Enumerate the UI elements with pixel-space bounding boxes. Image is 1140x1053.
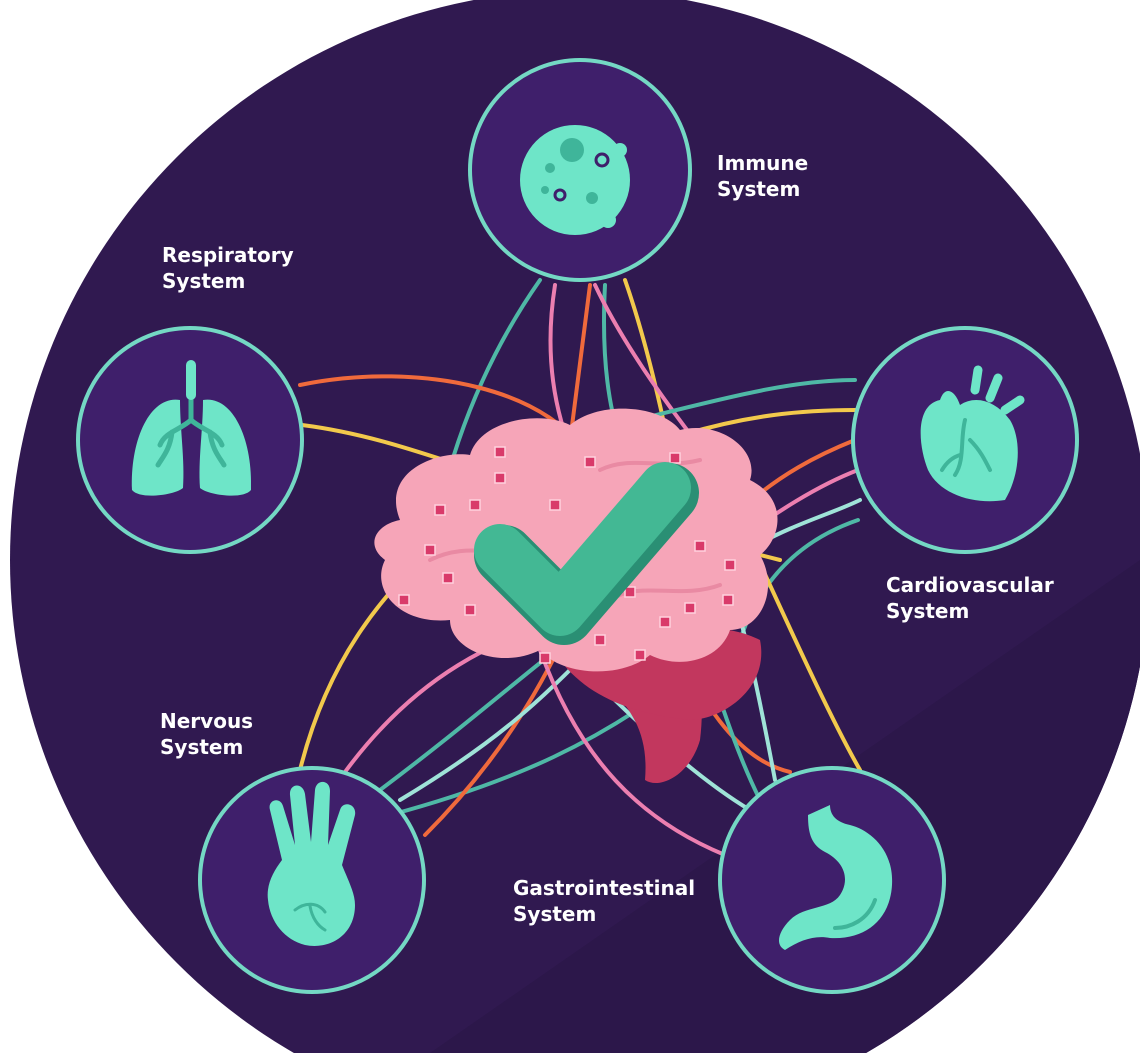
- synapse-marker: [443, 573, 453, 583]
- label-line: Nervous: [160, 709, 253, 733]
- synapse-marker: [695, 541, 705, 551]
- synapse-marker: [595, 635, 605, 645]
- synapse-marker: [585, 457, 595, 467]
- label-line: System: [886, 599, 969, 623]
- synapse-marker: [425, 545, 435, 555]
- node-cardiovascular: [853, 328, 1077, 552]
- synapse-marker: [660, 617, 670, 627]
- node-immune: [470, 60, 690, 280]
- label-line: System: [162, 269, 245, 293]
- label-line: System: [160, 735, 243, 759]
- label-line: System: [717, 177, 800, 201]
- synapse-marker: [435, 505, 445, 515]
- synapse-marker: [685, 603, 695, 613]
- node-gastrointestinal: [720, 768, 944, 992]
- synapse-marker: [399, 595, 409, 605]
- synapse-marker: [540, 653, 550, 663]
- synapse-marker: [723, 595, 733, 605]
- label-line: Immune: [717, 151, 808, 175]
- node-nervous: [200, 768, 424, 992]
- label-line: Gastrointestinal: [513, 876, 695, 900]
- label-line: Respiratory: [162, 243, 294, 267]
- synapse-marker: [495, 447, 505, 457]
- virus-cell-icon: [520, 125, 630, 235]
- synapse-marker: [465, 605, 475, 615]
- label-line: Cardiovascular: [886, 573, 1054, 597]
- synapse-marker: [550, 500, 560, 510]
- synapse-marker: [470, 500, 480, 510]
- synapse-marker: [635, 650, 645, 660]
- synapse-marker: [625, 587, 635, 597]
- label-line: System: [513, 902, 596, 926]
- synapse-marker: [725, 560, 735, 570]
- node-respiratory: [78, 328, 302, 552]
- synapse-marker: [670, 453, 680, 463]
- synapse-marker: [495, 473, 505, 483]
